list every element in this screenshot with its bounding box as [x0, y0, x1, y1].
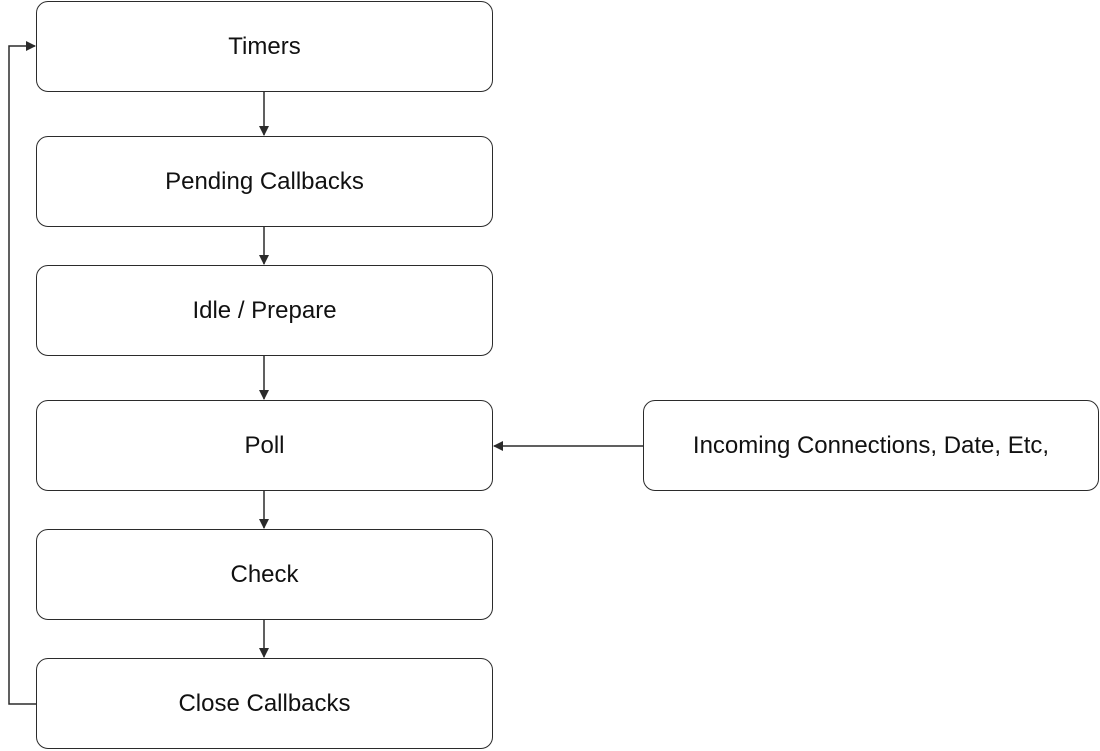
phase-label: Close Callbacks — [178, 689, 351, 717]
phase-poll: Poll — [36, 400, 493, 491]
phase-pending-callbacks: Pending Callbacks — [36, 136, 493, 227]
incoming-label: Incoming Connections, Date, Etc, — [692, 431, 1050, 459]
phase-timers: Timers — [36, 1, 493, 92]
phase-label: Poll — [244, 431, 285, 459]
phase-idle-prepare: Idle / Prepare — [36, 265, 493, 356]
arrow-close-loop-to-timers — [8, 41, 36, 705]
phase-label: Timers — [228, 32, 301, 60]
phase-label: Pending Callbacks — [165, 167, 364, 195]
incoming-connections-box: Incoming Connections, Date, Etc, — [643, 400, 1099, 491]
phase-label: Check — [230, 560, 299, 588]
phase-label: Idle / Prepare — [192, 296, 337, 324]
phase-check: Check — [36, 529, 493, 620]
phase-close-callbacks: Close Callbacks — [36, 658, 493, 749]
